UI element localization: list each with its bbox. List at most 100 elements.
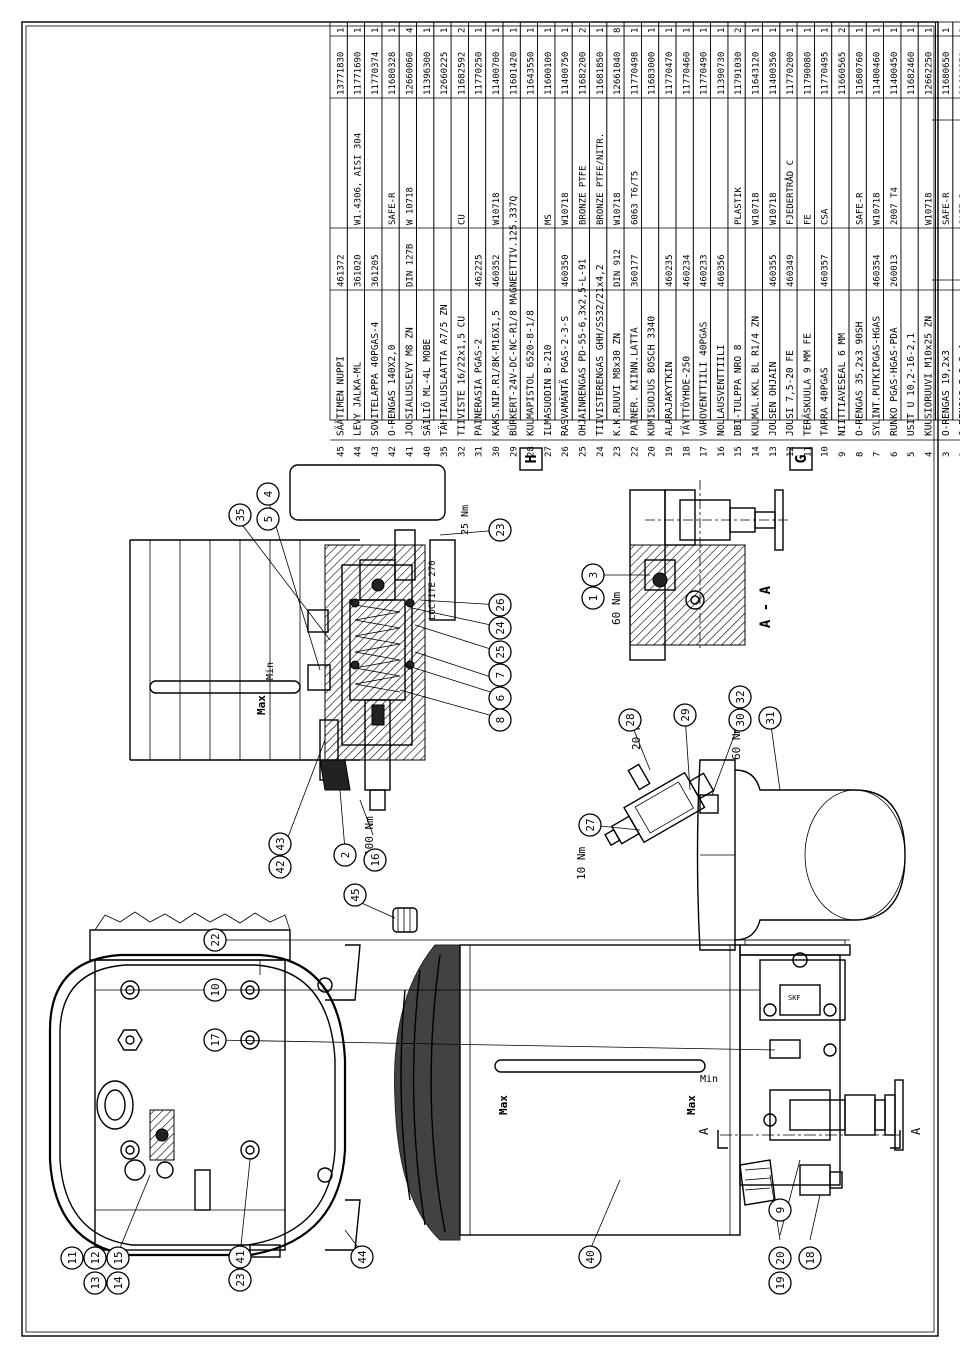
balloon-label-24: 24 — [494, 621, 507, 635]
view-mark-h: H — [522, 454, 540, 463]
bom-cell-qty: 1 — [665, 28, 675, 33]
bom-cell-code: 11770250 — [475, 52, 485, 95]
bom-cell-mat: BRONZE PTFE — [579, 165, 589, 225]
min-mark-top: Min — [265, 662, 276, 680]
bom-cell-mat: PLASTIK — [734, 186, 744, 225]
balloon-label-2: 2 — [339, 852, 352, 859]
balloon-label-17: 17 — [209, 1033, 222, 1046]
bom-cell-mat: W 10718 — [406, 187, 416, 225]
torque-10nm: 10 Nm — [575, 847, 588, 880]
balloon-label-26: 26 — [494, 598, 507, 611]
balloon-label-15: 15 — [112, 1251, 125, 1264]
bom-cell-desc: PAINERASIA PGAS-2 — [474, 339, 485, 436]
bom-cell-desc: RASVAMÄNTÄ PGAS-2-3-S — [560, 316, 571, 436]
max-mark-top: Max — [255, 695, 268, 715]
bom-cell-desc: TÄYTTÖYHDE-250 — [681, 356, 692, 436]
bom-cell-desc: K.K.RUUVI M8x30 ZN — [612, 333, 623, 436]
bom-cell-qty: 1 — [492, 28, 502, 33]
loctite-note: LOCTITE 270 — [428, 560, 438, 620]
bom-cell-item: 16 — [717, 446, 727, 457]
balloon-45: 45 — [343, 883, 367, 907]
bom-cell-code: 12662250 — [925, 52, 935, 95]
bom-cell-qty: 1 — [423, 28, 433, 33]
section-mark-a-right: A — [909, 1127, 923, 1135]
min-mark-side: Min — [700, 1074, 718, 1085]
bom-cell-qty: 1 — [769, 28, 779, 33]
bom-cell-qty: 8 — [613, 28, 623, 33]
balloon-label-1: 1 — [587, 595, 600, 602]
bom-cell-item: 7 — [873, 452, 883, 457]
bom-cell-code: 11400700 — [492, 52, 502, 95]
torque-60nm: 60 Nm — [730, 727, 743, 760]
bom-cell-desc: SYLINT.PUTKIPGAS-HGAS — [872, 316, 883, 436]
bom-cell-qty: 1 — [803, 28, 813, 33]
balloon-19: 19 — [768, 1271, 792, 1295]
bom-cell-desc: TIIVISTERENGAS GHH/SS32/21x4,2 — [595, 264, 606, 436]
bom-cell-code: 11791030 — [734, 52, 744, 95]
balloon-label-20: 20 — [774, 1251, 787, 1264]
bom-cell-code: 11601420 — [509, 52, 519, 95]
bom-cell-qty: 1 — [717, 28, 727, 33]
balloon-label-9: 9 — [774, 1207, 787, 1214]
balloon-1: 1 — [581, 586, 605, 610]
bom-cell-desc: O-RENGAS 5,3x2,4 — [958, 344, 960, 436]
view-mark-g: G — [792, 454, 810, 463]
bom-cell-item: 43 — [371, 446, 381, 457]
balloon-label-23: 23 — [494, 523, 507, 536]
balloon-44: 44 — [350, 1245, 374, 1269]
bom-cell-desc: KAKS.NIP.R1/8K-M16X1,5 — [491, 310, 502, 436]
bom-cell-code: 11400750 — [561, 52, 571, 95]
bom-cell-spec: DIN 912 — [613, 249, 623, 287]
bom-cell-qty: 2 — [734, 28, 744, 33]
balloon-22: 22 — [203, 928, 227, 952]
pump-cylinder-section: Max Min — [129, 464, 456, 811]
bom-cell-spec: 460355 — [769, 254, 779, 287]
bom-cell-spec: 460354 — [873, 254, 883, 287]
bom-cell-spec: 460356 — [717, 254, 727, 287]
bom-cell-item: 40 — [423, 446, 433, 457]
bom-cell-code: 11770460 — [682, 52, 692, 95]
title-block: ITEMDESCRIPTIONSPECIFICATION OF PARTDETA… — [932, 119, 960, 281]
bom-cell-mat: W10718 — [873, 192, 883, 225]
bom-cell-item: 3 — [942, 452, 952, 457]
balloon-label-22: 22 — [209, 933, 222, 946]
balloon-24: 24 — [488, 616, 512, 640]
bom-cell-desc: O-RENGAS 19,2x3 — [941, 350, 952, 436]
bom-cell-qty: 2 — [838, 28, 848, 33]
section-a-a: A - A — [629, 480, 790, 661]
bom-cell-qty: 2 — [579, 28, 589, 33]
bom-cell-item: 41 — [406, 446, 416, 457]
balloon-label-35: 35 — [234, 508, 247, 521]
balloon-26: 26 — [488, 593, 512, 617]
torque-25nm: 25 Nm — [460, 505, 471, 535]
balloon-label-13: 13 — [89, 1276, 102, 1289]
bom-cell-desc: OHJAINRENGAS PD-55-6,3x2,5-L-91 — [578, 258, 589, 436]
bom-cell-qty: 1 — [700, 28, 710, 33]
bom-cell-spec: 460352 — [492, 254, 502, 287]
bom-cell-qty: 4 — [406, 28, 416, 33]
bom-cell-code: 13771830 — [336, 52, 346, 95]
bom-cell-item: 22 — [630, 446, 640, 457]
balloon-label-27: 27 — [584, 818, 597, 831]
bom-cell-item: 23 — [613, 446, 623, 457]
leader-lines — [114, 499, 850, 1261]
bom-cell-desc: ALARAJAKYTKIN — [664, 361, 675, 436]
balloon-label-7: 7 — [494, 672, 507, 679]
balloon-label-40: 40 — [584, 1250, 597, 1263]
balloon-10: 10 — [203, 978, 227, 1002]
bom-cell-desc: JOUSIALUSLEVY M8 ZN — [405, 327, 416, 436]
bom-cell-spec: 462225 — [475, 254, 485, 287]
bom-cell-desc: KULMAPISTOL 6520-8-1/8 — [526, 310, 537, 436]
bom-cell-mat: FE — [803, 214, 813, 225]
bom-cell-desc: LEVY JALKA-ML — [353, 361, 364, 436]
bom-cell-desc: BÜRKERT-24V-DC-NC-R1/8 MAGNEETTIV.125.33… — [508, 196, 519, 436]
bom-cell-desc: VAROVENTTIILI 40PGAS — [699, 321, 710, 436]
balloon-28: 28 — [618, 708, 642, 732]
bom-cell-mat: W1.4306, AISI 304 — [354, 133, 364, 225]
bom-cell-mat: 6063 T6/T5 — [630, 171, 640, 225]
bom-cell-desc: PAINER. KIINN.LATTA — [629, 327, 640, 436]
bom-cell-qty: 1 — [925, 28, 935, 33]
pressure-chamber — [696, 759, 906, 951]
bom-cell-code: 11790080 — [803, 52, 813, 95]
